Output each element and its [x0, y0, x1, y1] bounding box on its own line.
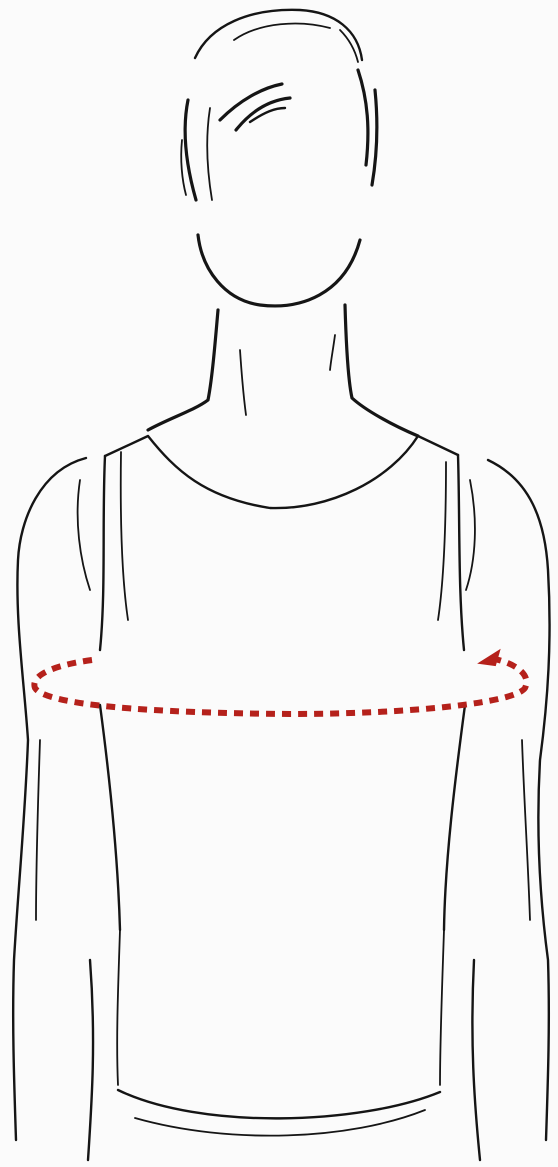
tank-top — [100, 436, 465, 1136]
hair — [181, 10, 377, 200]
chest-measurement-line — [34, 651, 526, 714]
neck — [148, 305, 418, 436]
face-outline — [198, 235, 360, 306]
arms — [13, 458, 549, 1160]
measure-arrowhead-icon — [480, 651, 499, 665]
measure-loop — [34, 658, 526, 714]
